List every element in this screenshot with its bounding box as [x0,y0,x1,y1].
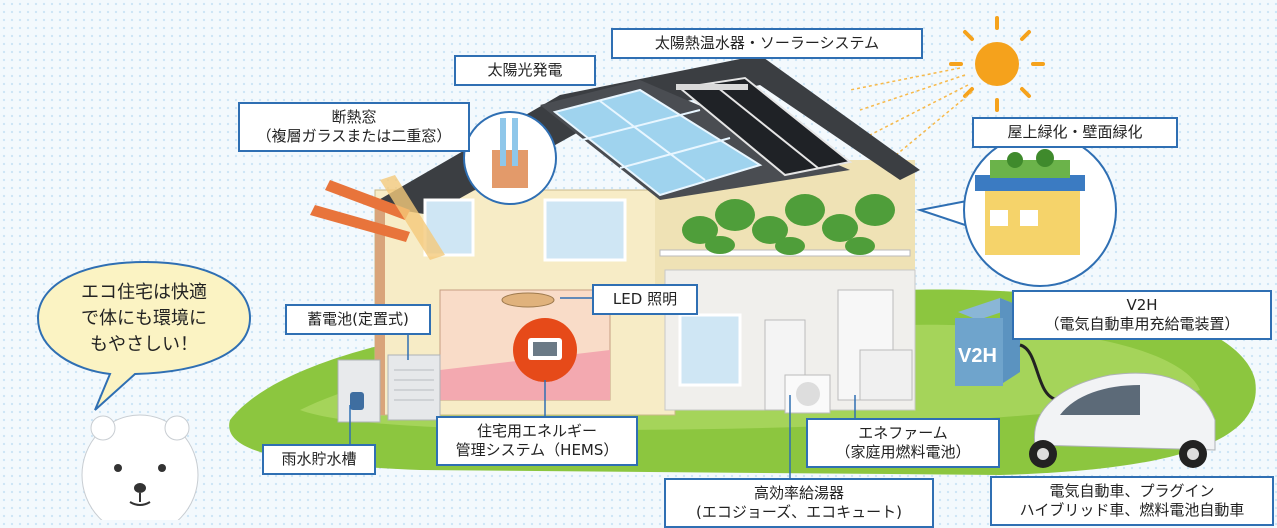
heat-arrow-icon [310,180,410,242]
label-water-heater: 高効率給湯器 (エコジョーズ、エコキュート) [664,478,934,528]
rooftop-greening-bubble [916,133,1117,287]
speech-bubble-text: エコ住宅は快適 で体にも環境に もやさしい！ [38,262,250,376]
storage-battery-unit [387,354,441,421]
label-enefarm: エネファーム （家庭用燃料電池） [806,418,1000,468]
label-v2h-title: V2H [1126,296,1158,314]
label-storage-battery: 蓄電池(定置式) [285,304,431,335]
label-v2h-sub: （電気自動車用充給電装置） [1044,315,1240,333]
enefarm-unit [837,289,913,401]
label-insulated-window-sub: （複層ガラスまたは二重窓） [256,127,452,145]
label-hems-line1: 住宅用エネルギー [476,422,597,440]
rainwater-tank [337,359,381,423]
water-heater-unit [764,319,831,414]
speech-line-3: もやさしい！ [90,334,198,355]
v2h-charger: V2H [955,298,1061,402]
insulated-window-bubble [463,111,557,205]
speech-line-1: エコ住宅は快適 [81,282,207,303]
label-rainwater-tank: 雨水貯水槽 [262,444,376,475]
solar-panel [552,88,763,197]
label-solar-water-heater: 太陽熱温水器・ソーラーシステム [611,28,923,59]
label-led-lighting: LED 照明 [592,284,698,315]
label-rooftop-greening: 屋上緑化・壁面緑化 [972,117,1178,148]
polar-bear-mascot [81,414,199,520]
label-insulated-window-title: 断熱窓 [331,108,377,126]
label-water-heater-line1: 高効率給湯器 [753,484,844,502]
leader-lines [349,297,856,480]
roof [370,55,920,215]
solar-water-heater-panel [676,76,853,177]
sun-icon [849,16,1045,161]
label-hems-line2: 管理システム（HEMS） [455,441,619,459]
label-insulated-window: 断熱窓 （複層ガラスまたは二重窓） [238,102,470,152]
label-ev: 電気自動車、プラグイン ハイブリッド車、燃料電池自動車 [990,476,1274,526]
speech-bubble [36,260,252,411]
electric-car-icon [1029,372,1216,468]
speech-line-2: で体にも環境に [81,308,207,329]
label-v2h: V2H （電気自動車用充給電装置） [1012,290,1272,340]
label-enefarm-line1: エネファーム [858,424,948,442]
label-enefarm-line2: （家庭用燃料電池） [835,443,971,461]
led-ceiling-light [501,292,555,308]
label-hems: 住宅用エネルギー 管理システム（HEMS） [436,416,638,466]
label-ev-line2: ハイブリッド車、燃料電池自動車 [1019,501,1245,519]
green-wall [682,194,895,255]
label-ev-line1: 電気自動車、プラグイン [1049,482,1215,500]
label-solar-power: 太陽光発電 [454,55,596,86]
v2h-box-text: V2H [958,345,997,367]
label-water-heater-line2: (エコジョーズ、エコキュート) [696,503,902,521]
